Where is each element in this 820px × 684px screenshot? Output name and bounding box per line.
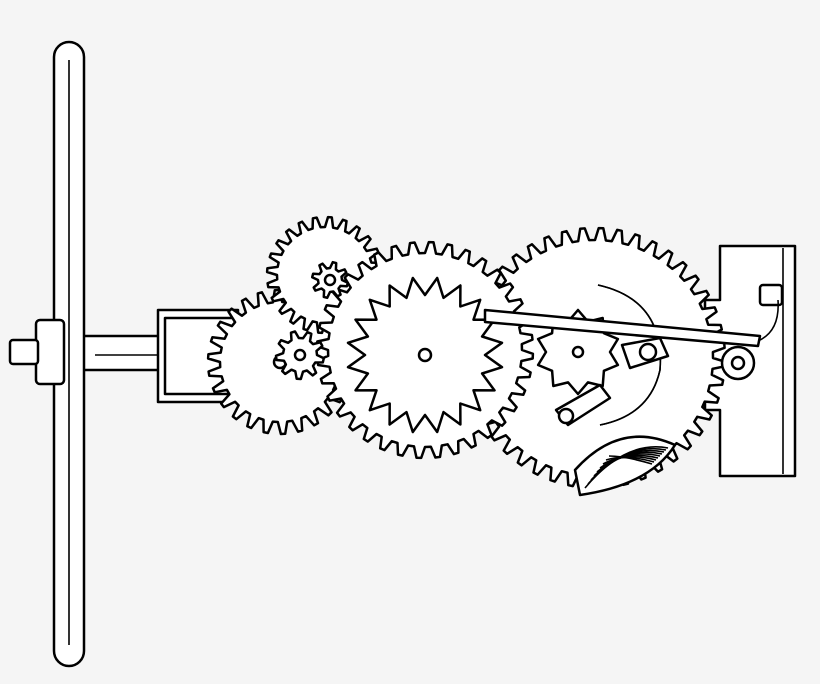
- small-pinion-axle: [293, 348, 307, 362]
- upper-pinion-axle: [323, 273, 337, 287]
- middle-inner-gear-axle: [417, 347, 433, 363]
- shaded-sector: [573, 435, 677, 497]
- lever-arm: [554, 336, 670, 427]
- propeller: [8, 40, 86, 668]
- hatch-line: [608, 455, 653, 465]
- ratchet-wheel-axle: [571, 345, 585, 359]
- connecting-rod: [483, 299, 779, 381]
